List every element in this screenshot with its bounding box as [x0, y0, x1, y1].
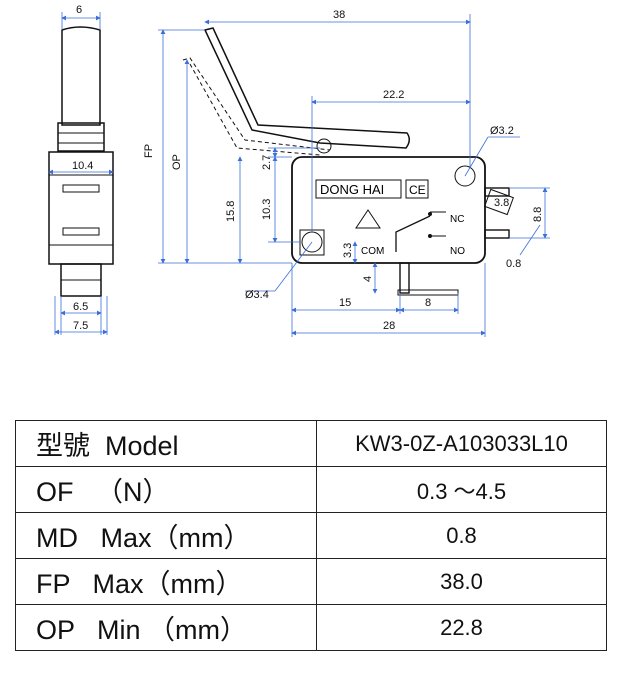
dim-3-8: 3.8: [494, 197, 509, 209]
spec-value-md: 0.8: [316, 512, 607, 559]
dim-22-2: 22.2: [383, 89, 404, 101]
ce-mark: CE: [409, 183, 426, 197]
spec-key-op: OP Min （mm）: [15, 604, 317, 651]
dim-15-8: 15.8: [225, 201, 237, 222]
table-row: OF （N） 0.3 ～4.5: [15, 466, 607, 513]
dim-3-3: 3.3: [342, 243, 354, 258]
dim-8-8: 8.8: [532, 207, 544, 222]
spec-key-of: OF （N）: [15, 466, 317, 513]
dim-6-5: 6.5: [73, 301, 88, 313]
dim-4: 4: [362, 276, 374, 282]
dim-op: OP: [171, 154, 183, 170]
spec-value-model: KW3-0Z-A103033L10: [316, 420, 607, 467]
front-view: DONG HAI CE NC NO COM 38 22.2 Ø: [143, 9, 550, 337]
spec-value-fp: 38.0: [316, 558, 607, 605]
dim-10-3: 10.3: [261, 199, 273, 220]
spec-key-md: MD Max（mm）: [15, 512, 317, 559]
dim-6: 6: [76, 4, 82, 16]
dim-dia-3-2: Ø3.2: [490, 125, 514, 137]
table-row: MD Max（mm） 0.8: [15, 512, 607, 559]
no-label: NO: [450, 246, 465, 257]
dim-28: 28: [383, 320, 395, 332]
dim-38: 38: [333, 9, 345, 21]
dim-0-8: 0.8: [506, 258, 521, 270]
table-row: OP Min （mm） 22.8: [15, 604, 607, 651]
spec-key-model: 型號 Model: [15, 420, 317, 467]
table-row: 型號 Model KW3-0Z-A103033L10: [15, 420, 607, 467]
brand-label: DONG HAI: [320, 182, 384, 197]
dim-fp: FP: [143, 144, 155, 158]
table-row: FP Max（mm） 38.0: [15, 558, 607, 605]
com-label: COM: [361, 246, 384, 257]
dim-7-5: 7.5: [73, 320, 88, 332]
spec-table: 型號 Model KW3-0Z-A103033L10 OF （N） 0.3 ～4…: [15, 420, 607, 651]
dim-10-4: 10.4: [72, 160, 93, 172]
technical-drawing: 6 10.4 6.5 7.5 DONG HAI CE: [48, 4, 550, 337]
dim-15: 15: [339, 297, 351, 309]
side-view: 6 10.4 6.5 7.5: [48, 4, 114, 335]
spec-value-op: 22.8: [316, 604, 607, 651]
dim-8: 8: [425, 297, 431, 309]
dim-dia-3-4: Ø3.4: [245, 289, 269, 301]
spec-value-of: 0.3 ～4.5: [316, 466, 607, 513]
spec-key-fp: FP Max（mm）: [15, 558, 317, 605]
nc-label: NC: [450, 214, 464, 225]
dim-2-7: 2.7: [261, 155, 273, 170]
